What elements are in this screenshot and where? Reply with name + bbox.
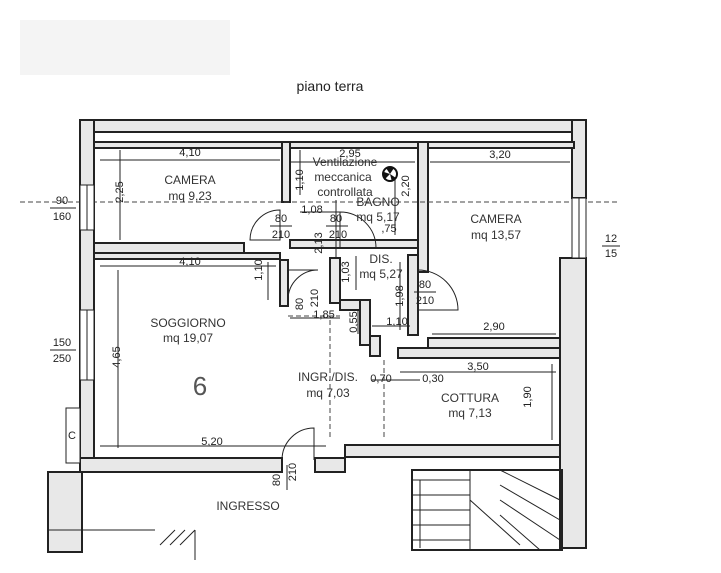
- win-right-h: 15: [605, 248, 617, 260]
- door-entry-h: 210: [287, 463, 299, 481]
- dimension-lines: [100, 150, 570, 448]
- dim-bagno-220: 2,20: [400, 175, 412, 196]
- ventilation-line-2: meccanica: [314, 170, 372, 184]
- ingresso-name: INGRESSO: [216, 499, 279, 513]
- ingr-name: INGR./DIS.: [298, 370, 358, 384]
- stairs: [411, 469, 563, 551]
- win-left-mid-w: 150: [53, 337, 71, 349]
- window-markers: [65, 184, 587, 464]
- dim-soggiorno-top: 4,10: [179, 256, 200, 268]
- internal-walls: [93, 141, 575, 359]
- dim-dis-055: 0,55: [348, 311, 360, 332]
- door-swings: [249, 209, 459, 461]
- camera1-name: CAMERA: [164, 173, 215, 187]
- dim-dis-198: 1,98: [394, 285, 406, 306]
- dim-camera2-width: 3,20: [489, 149, 510, 161]
- ingr-area: mq 7,03: [306, 386, 350, 400]
- door-cam1-h: 210: [272, 229, 290, 241]
- dim-cottura-070: 0,70: [370, 373, 391, 385]
- dim-soggiorno-bottom: 5,20: [201, 436, 222, 448]
- dim-bagno-width: 2,95: [339, 148, 360, 160]
- ventilation-line-1: Ventilazione: [313, 155, 378, 169]
- dim-cottura-190: 1,90: [522, 386, 534, 407]
- dim-dis-110: 1,10: [386, 316, 407, 328]
- dim-dis-185: 1,85: [313, 309, 334, 321]
- dim-cottura-350: 3,50: [467, 361, 488, 373]
- camera2-area: mq 13,57: [471, 228, 521, 242]
- soggiorno-area: mq 19,07: [163, 331, 213, 345]
- unit-number: 6: [193, 371, 207, 401]
- dim-camera2-bottom: 2,90: [483, 321, 504, 333]
- dim-dis-103: 1,03: [340, 261, 352, 282]
- cottura-name: COTTURA: [441, 391, 499, 405]
- dim-bagno-110: 1,10: [294, 169, 306, 190]
- door-bagno-w: 80: [330, 213, 342, 225]
- dim-dis-213: 2,13: [313, 232, 325, 253]
- c-marker: C: [68, 430, 76, 442]
- passage-lines: [288, 315, 385, 440]
- win-left-top-h: 160: [53, 211, 71, 223]
- dis-area: mq 5,27: [359, 267, 403, 281]
- door-dis-h: 210: [416, 295, 434, 307]
- camera1-area: mq 9,23: [168, 189, 212, 203]
- bagno-area: mq 5,17: [356, 210, 400, 224]
- dim-camera1-width: 4,10: [179, 147, 200, 159]
- ventilation-fan-icon: [382, 166, 398, 182]
- win-left-top-w: 90: [56, 195, 68, 207]
- win-left-mid-h: 250: [53, 353, 71, 365]
- ventilation-line-3: controllata: [317, 185, 373, 199]
- plan-title: piano terra: [297, 78, 364, 94]
- soggiorno-name: SOGGIORNO: [150, 316, 225, 330]
- door-entry-w: 80: [271, 474, 283, 486]
- dim-camera1-height: 2,25: [114, 181, 126, 202]
- dim-bagno-075: ,75: [381, 223, 396, 235]
- smudge-mark: [20, 20, 230, 75]
- outer-walls: [47, 119, 587, 560]
- door-dis-w: 80: [419, 279, 431, 291]
- hatch-area: [159, 529, 196, 546]
- dim-sogg-110: 1,10: [253, 259, 265, 280]
- dis-name: DIS.: [369, 252, 392, 266]
- bagno-name: BAGNO: [356, 195, 399, 209]
- dim-cottura-030: 0,30: [422, 373, 443, 385]
- door-sogg-h: 210: [309, 289, 321, 307]
- door-cam1-w: 80: [275, 213, 287, 225]
- door-bagno-h: 210: [329, 229, 347, 241]
- door-sogg-w: 80: [294, 298, 306, 310]
- win-right-w: 12: [605, 233, 617, 245]
- cottura-area: mq 7,13: [448, 406, 492, 420]
- camera2-name: CAMERA: [470, 212, 521, 226]
- dim-soggiorno-height: 4,65: [111, 346, 123, 367]
- dim-bagno-108: 1,08: [301, 204, 322, 216]
